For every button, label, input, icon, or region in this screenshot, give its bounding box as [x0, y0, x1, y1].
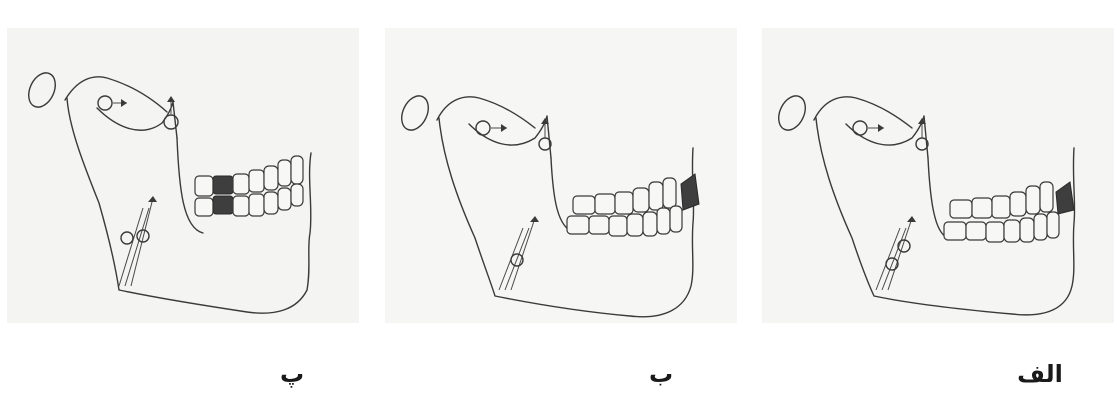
mandible-panel-alef: [762, 28, 1114, 323]
mandible-molar-contact-diagram: [7, 28, 359, 323]
panel-label-alef: الف: [1000, 360, 1080, 388]
mandible-incisor-contact-diagram: [385, 28, 737, 323]
mandible-panel-pe: [7, 28, 359, 323]
mandible-incisor-contact-open-diagram: [762, 28, 1114, 323]
panel-label-be: ب: [621, 360, 701, 388]
panel-label-pe: پ: [252, 360, 332, 388]
mandible-panel-be: [385, 28, 737, 323]
